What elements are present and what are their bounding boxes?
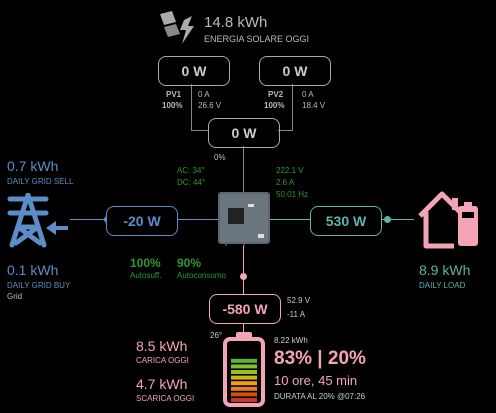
grid-power-box[interactable]: -20 W: [106, 206, 178, 236]
inverter-volts: 222.1 V: [276, 166, 304, 175]
load-power-box[interactable]: 530 W: [310, 206, 382, 236]
pv-combined-pct: 0%: [214, 153, 226, 162]
grid-name: Grid: [7, 292, 23, 301]
pv2-name: PV2: [268, 90, 284, 99]
battery-level-bar: [231, 381, 257, 386]
autocons-label: Autoconsumo: [177, 271, 226, 280]
battery-level-bar: [231, 370, 257, 374]
battery-capacity: 8.22 kWh: [274, 336, 308, 345]
pv2-power-box[interactable]: 0 W: [259, 56, 331, 86]
pv1-h-line: [191, 130, 209, 131]
grid-sell-label: DAILY GRID SELL: [7, 177, 74, 186]
inverter-ac-temp: AC: 34°: [177, 166, 205, 175]
battery-dot: [240, 273, 247, 280]
load-dot: [384, 216, 391, 223]
autosuff-label: Autosuff.: [130, 271, 162, 280]
pv2-pct: 100%: [264, 101, 285, 110]
battery-charge-label: CARICA OGGI: [136, 356, 189, 365]
battery-amps: -11 A: [287, 310, 306, 319]
inverter-amps: 2.6 A: [276, 178, 295, 187]
pv-to-inverter-line: [243, 146, 244, 192]
grid-buy-label: DAILY GRID BUY: [7, 281, 71, 290]
battery-line: [243, 246, 244, 334]
battery-level-bar: [231, 375, 257, 380]
battery-level-bar: [231, 364, 257, 369]
pv1-line: [191, 84, 192, 131]
inverter-freq: 50.01 Hz: [276, 190, 309, 199]
pv2-line: [292, 84, 293, 131]
battery-volts: 52.9 V: [287, 296, 311, 305]
battery-duration-label: DURATA AL 20% @07:26: [274, 392, 366, 401]
pv-combined-box[interactable]: 0 W: [208, 118, 280, 148]
pv1-volts: 26.6 V: [198, 101, 222, 110]
battery-discharge-value: 4.7 kWh: [136, 376, 188, 392]
pv2-amps: 0 A: [302, 90, 314, 99]
battery-level-bar: [231, 386, 257, 391]
pv1-power-box[interactable]: 0 W: [158, 56, 230, 86]
home-icon[interactable]: [414, 190, 486, 250]
pv1-name: PV1: [166, 90, 182, 99]
autosuff-value: 100%: [130, 256, 161, 270]
autocons-value: 90%: [177, 256, 202, 270]
battery-duration: 10 ore, 45 min: [274, 373, 358, 388]
battery-level-bar: [231, 398, 257, 402]
battery-charge-value: 8.5 kWh: [136, 338, 188, 354]
load-label: DAILY LOAD: [419, 281, 466, 290]
pv2-h-line: [278, 130, 293, 131]
grid-tower-icon[interactable]: [6, 192, 68, 249]
battery-discharge-label: SCARICA OGGI: [136, 394, 195, 403]
battery-icon[interactable]: [222, 332, 266, 408]
solar-total: 14.8 kWh: [204, 14, 268, 31]
pv1-amps: 0 A: [198, 90, 210, 99]
battery-temp: 26°: [210, 331, 223, 340]
pv1-pct: 100%: [162, 101, 183, 110]
inverter-dc-temp: DC: 44°: [177, 178, 206, 187]
battery-soc-line: 83% | 20%: [274, 348, 366, 369]
battery-level-bar: [231, 358, 257, 363]
grid-sell-value: 0.7 kWh: [7, 158, 59, 174]
solar-icon: [158, 10, 198, 46]
solar-label: ENERGIA SOLARE OGGI: [204, 34, 310, 44]
inverter-icon[interactable]: [218, 192, 270, 246]
battery-level-bar: [231, 392, 257, 397]
grid-buy-value: 0.1 kWh: [7, 262, 59, 278]
load-value: 8.9 kWh: [419, 262, 471, 278]
battery-power-box[interactable]: -580 W: [209, 294, 281, 324]
pv2-volts: 18.4 V: [302, 101, 326, 110]
